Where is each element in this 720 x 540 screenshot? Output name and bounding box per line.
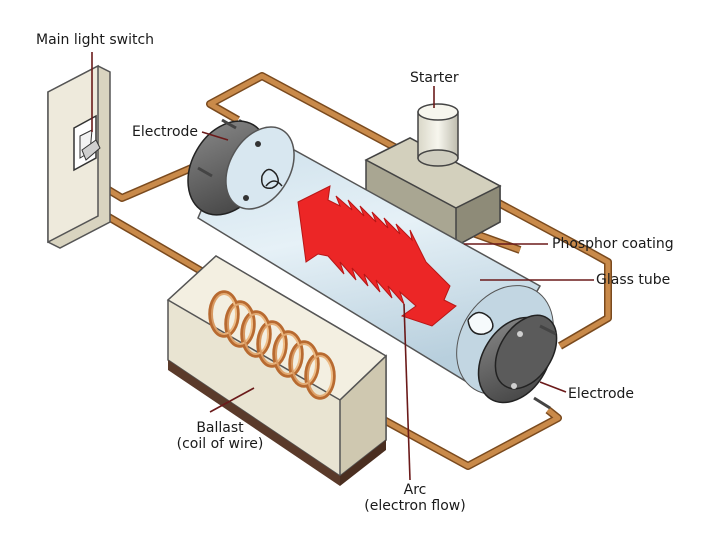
label-starter: Starter	[410, 70, 459, 86]
label-main-light-switch: Main light switch	[36, 32, 155, 48]
label-ballast-line1: Ballast	[196, 420, 244, 436]
wall-switch	[47, 64, 111, 249]
arc-arrow	[297, 185, 457, 327]
label-ballast: Ballast (coil of wire)	[160, 420, 280, 452]
right-electrode	[467, 311, 558, 410]
label-glass-tube: Glass tube	[596, 272, 671, 288]
left-electrode	[187, 118, 295, 216]
label-phosphor-coating: Phosphor coating	[552, 236, 674, 252]
label-arc-line2: (electron flow)	[364, 498, 466, 514]
leader-lines	[91, 52, 594, 481]
label-electrode-right: Electrode	[568, 386, 635, 402]
ballast	[166, 255, 388, 486]
label-arc-line1: Arc	[403, 482, 427, 498]
label-ballast-line2: (coil of wire)	[176, 436, 264, 452]
label-arc: Arc (electron flow)	[350, 482, 480, 514]
ballast-coil	[208, 290, 336, 400]
label-electrode-left: Electrode	[132, 124, 199, 140]
